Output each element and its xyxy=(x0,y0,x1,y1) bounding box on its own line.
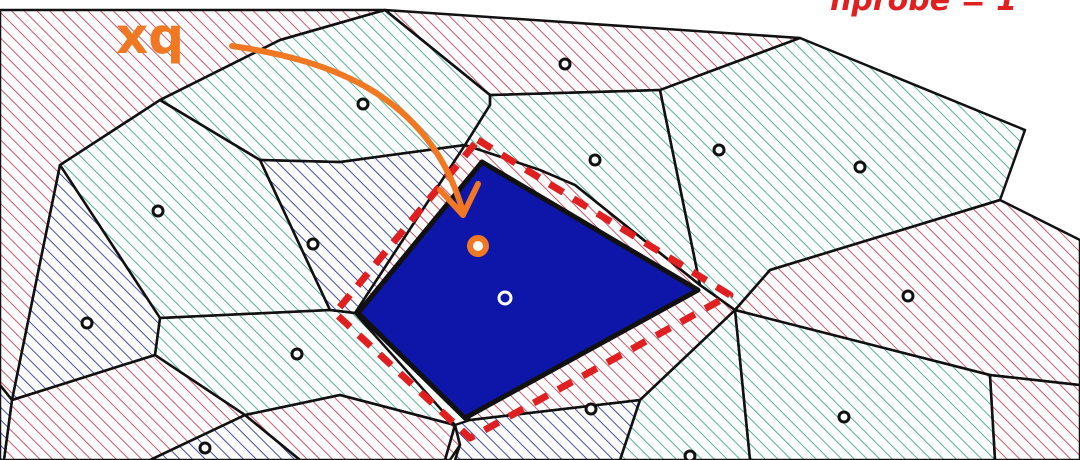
arrow-head xyxy=(437,181,481,218)
centroid-point xyxy=(558,57,572,71)
selected-voronoi-cell xyxy=(355,159,701,421)
centroid-point xyxy=(901,289,915,303)
centroid-point xyxy=(584,402,598,416)
probe-boundary-dashed-outline xyxy=(331,136,734,442)
centroid-point xyxy=(198,441,212,455)
centroid-point xyxy=(837,410,851,424)
centroid-point xyxy=(290,347,304,361)
voronoi-cell xyxy=(618,308,752,460)
centroid-point xyxy=(683,449,697,460)
cell-centroids xyxy=(80,57,915,460)
nprobe-label: nprobe = 1 xyxy=(830,0,1017,18)
centroid-point xyxy=(80,316,94,330)
voronoi-cell xyxy=(0,8,387,402)
centroid-point xyxy=(853,160,867,174)
centroid-point xyxy=(356,97,370,111)
centroid-point xyxy=(306,237,320,251)
centroid-point xyxy=(712,143,726,157)
voronoi-cell xyxy=(988,373,1080,460)
voronoi-cell xyxy=(258,143,467,315)
centroid-point xyxy=(151,204,165,218)
query-label: xq xyxy=(116,7,184,65)
centroid-point xyxy=(588,153,602,167)
query-vector-point xyxy=(467,235,489,257)
query-pointer-arrow xyxy=(229,43,466,215)
selected-cell-centroid xyxy=(497,290,513,306)
